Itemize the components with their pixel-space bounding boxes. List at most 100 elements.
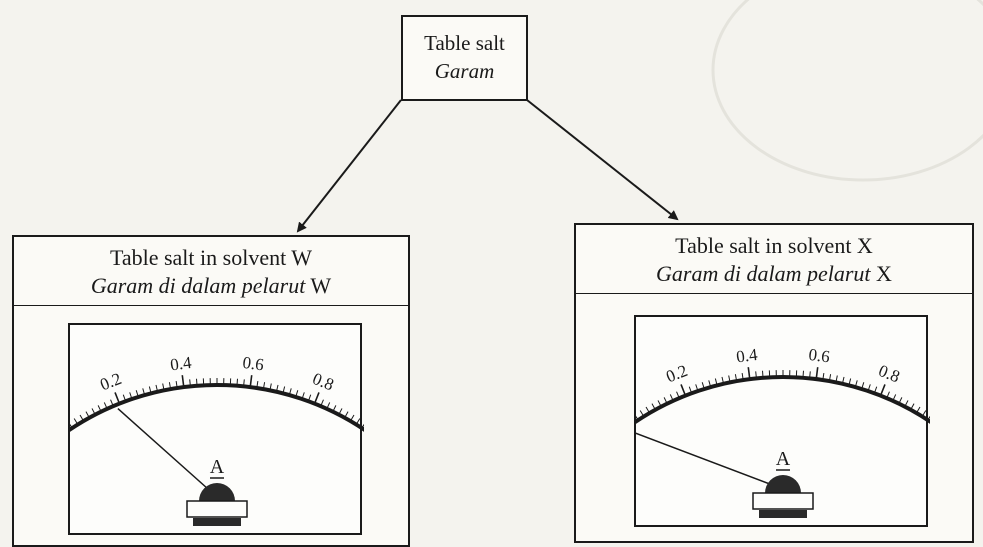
panel-title-ms: Garam di dalam pelarut W [14, 273, 408, 299]
ammeter-dial: 00.20.40.60.81A [636, 345, 930, 518]
minor-tick [892, 394, 897, 402]
panel-solvent-w: Table salt in solvent W Garam di dalam p… [12, 235, 410, 547]
minor-tick [326, 402, 331, 410]
minor-tick [861, 382, 865, 390]
pivot-base [186, 500, 248, 518]
minor-tick [822, 373, 825, 381]
minor-tick [79, 414, 84, 422]
minor-tick [103, 402, 108, 410]
minor-tick [344, 411, 349, 419]
minor-tick [168, 382, 172, 390]
minor-tick [651, 403, 656, 411]
garam-label: Garam [434, 59, 495, 83]
minor-tick [762, 370, 764, 378]
panel-title-en: Table salt in solvent W [109, 245, 313, 270]
minor-tick [301, 392, 305, 400]
pivot-stand [759, 510, 807, 518]
minor-tick [854, 380, 858, 388]
scale-arc [636, 375, 930, 424]
minor-tick [162, 383, 165, 391]
panel-title-en: Table salt in solvent X [675, 233, 873, 258]
table-salt-box: Table salt Garam [401, 15, 528, 101]
minor-tick [256, 381, 259, 389]
minor-tick [639, 410, 645, 417]
minor-tick [282, 386, 286, 394]
minor-tick [361, 423, 364, 429]
minor-tick [676, 391, 680, 399]
minor-tick [728, 375, 731, 383]
minor-tick [288, 388, 292, 396]
minor-tick [243, 379, 245, 387]
background-bleed-through [711, 0, 983, 182]
major-tick [249, 375, 253, 388]
minor-tick [708, 380, 712, 388]
minor-tick [755, 371, 757, 379]
minor-tick [663, 397, 668, 404]
minor-tick [307, 394, 312, 402]
solvent-letter: X [876, 261, 892, 286]
minor-tick [714, 378, 718, 386]
minor-tick [695, 384, 699, 392]
arrow-to-solvent-x [526, 99, 679, 221]
pivot-dome [199, 483, 235, 501]
minor-tick [721, 376, 725, 384]
minor-tick [355, 418, 361, 425]
ammeter-w: 00.20.40.60.81A [68, 323, 364, 535]
minor-tick [70, 423, 73, 429]
minor-tick [927, 415, 930, 421]
panel-title-ms-italic: Garam di dalam pelarut [90, 273, 306, 298]
minor-tick [135, 390, 139, 398]
tick-label: 0.2 [97, 369, 124, 394]
minor-tick [189, 379, 191, 387]
tick-label: 0.8 [876, 361, 903, 386]
table-salt-label: Table salt [424, 31, 505, 55]
minor-tick [645, 406, 650, 414]
minor-tick [636, 415, 639, 421]
panel-solvent-x: Table salt in solvent X Garam di dalam p… [574, 223, 974, 543]
major-tick [815, 367, 819, 380]
minor-tick [688, 386, 693, 394]
minor-tick [921, 410, 927, 417]
minor-tick [802, 370, 804, 378]
minor-tick [269, 383, 272, 391]
panel-title-ms-italic: Garam di dalam pelarut [656, 261, 871, 286]
minor-tick [910, 403, 915, 411]
meter-needle [117, 407, 218, 498]
minor-tick [275, 384, 279, 392]
minor-tick [867, 384, 871, 392]
tick-label: 0.8 [310, 369, 337, 394]
minor-tick [848, 378, 852, 386]
minor-tick [835, 375, 838, 383]
major-tick [680, 384, 687, 396]
tick-label: 0.6 [807, 345, 830, 367]
ammeter-x: 00.20.40.60.81A [634, 315, 930, 527]
minor-tick [122, 394, 127, 402]
minor-tick [741, 373, 744, 381]
minor-tick [91, 408, 96, 415]
major-tick [181, 375, 185, 388]
minor-tick [886, 391, 890, 399]
minor-tick [904, 400, 909, 407]
minor-tick [85, 411, 90, 419]
minor-tick [236, 378, 238, 386]
pivot-dome [765, 475, 801, 493]
minor-tick [97, 405, 102, 412]
minor-tick [129, 392, 133, 400]
minor-tick [110, 399, 114, 407]
tick-label: 0.4 [735, 345, 759, 367]
pivot-stand [193, 518, 241, 526]
arrow-to-solvent-w [296, 99, 402, 233]
tick-label: 0.2 [663, 361, 690, 386]
minor-tick [148, 386, 152, 394]
major-tick [747, 367, 751, 380]
minor-tick [669, 394, 674, 402]
panel-header: Table salt in solvent X Garam di dalam p… [576, 225, 972, 294]
minor-tick [657, 400, 662, 407]
minor-tick [332, 405, 337, 412]
minor-tick [873, 386, 878, 394]
solvent-letter: W [310, 273, 332, 298]
minor-tick [295, 390, 299, 398]
minor-tick [320, 399, 324, 407]
minor-tick [701, 382, 705, 390]
